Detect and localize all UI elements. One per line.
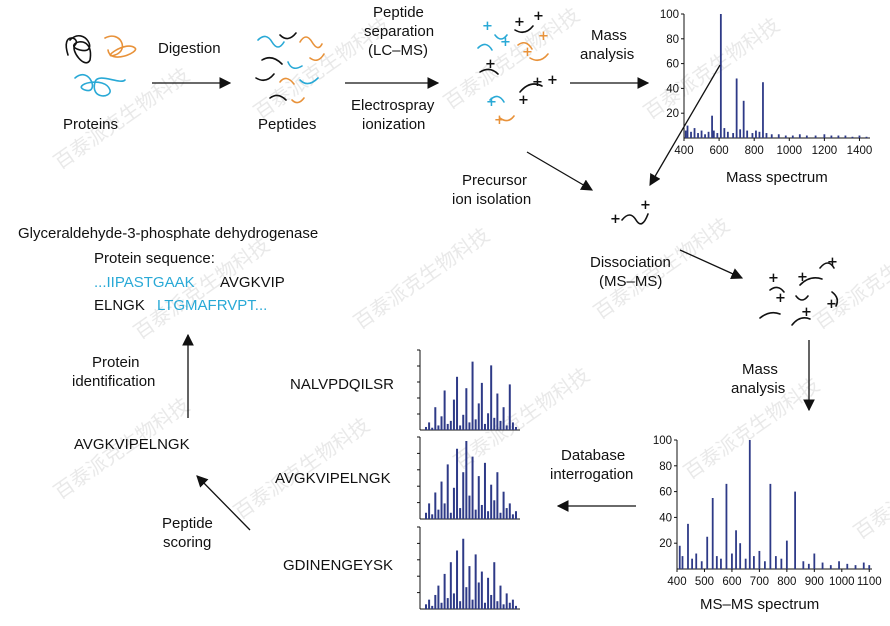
mass-spectrum-x-tick-label: 1200 [812, 145, 838, 157]
precursor-arrow [526, 151, 594, 191]
mass-analysis-right-label-2: analysis [731, 380, 785, 397]
peptides-label: Peptides [258, 116, 316, 133]
protein-sequence-label: Protein sequence: [94, 250, 215, 267]
svg-text:+: + [518, 93, 529, 108]
precursor-ion-icon: + + [610, 198, 651, 227]
precursor-label-2: ion isolation [452, 191, 531, 208]
mass-analysis-right-label-1: Mass [742, 361, 778, 378]
mass-spectrum-y-tick-label: 100 [660, 9, 679, 21]
dissociation-label-1: Dissociation [590, 254, 671, 271]
peptides-icon [255, 32, 325, 104]
proteins-label: Proteins [63, 116, 118, 133]
dissociation-arrow [679, 249, 744, 279]
svg-text:+: + [640, 198, 651, 213]
msms-spectrum-x-tick-label: 500 [695, 576, 714, 588]
sequence-part-4: LTGMAFRVPT... [157, 297, 267, 314]
sequence-part-3: ELNGK [94, 297, 145, 314]
precursor-label-1: Precursor [462, 172, 527, 189]
msms-spectrum-x-tick-label: 700 [750, 576, 769, 588]
msms-spectrum-label: MS–MS spectrum [700, 596, 819, 613]
msms-spectrum-x-tick-label: 1100 [857, 576, 882, 588]
electrospray-label-1: Electrospray [351, 97, 435, 114]
mass-analysis-top-label-1: Mass [591, 27, 627, 44]
sequence-part-2: AVGKVIP [220, 274, 285, 291]
precursor-peak-arrow [649, 64, 721, 187]
candidate-spectrum-2 [417, 436, 520, 520]
identified-peptide: AVGKVIPELNGK [74, 436, 190, 453]
svg-text:+: + [500, 35, 511, 50]
candidate-spectrum-3 [417, 526, 520, 610]
svg-text:+: + [514, 15, 525, 30]
digestion-label: Digestion [158, 40, 221, 57]
sequence-part-1: ...IIPASTGAAK [94, 274, 195, 291]
candidate-1-label: NALVPDQILSR [290, 376, 394, 393]
separation-label-2: separation [364, 23, 434, 40]
mass-spectrum-y-tick-label: 40 [666, 83, 679, 95]
electrospray-label-2: ionization [362, 116, 425, 133]
candidate-spectrum-1 [417, 349, 520, 431]
scoring-arrow [196, 475, 251, 531]
svg-text:+: + [522, 45, 533, 60]
svg-text:+: + [538, 29, 549, 44]
fragments-icon: + + + + + + [759, 255, 839, 326]
watermark-text: 百泰派克生物科技 [439, 3, 584, 114]
svg-text:+: + [797, 270, 808, 285]
svg-text:+: + [826, 297, 837, 312]
msms-spectrum-x-tick-label: 1000 [829, 576, 855, 588]
msms-spectrum-y-tick-label: 100 [653, 435, 672, 447]
proteins-icon [65, 34, 137, 97]
mass-spectrum-y-tick-label: 20 [666, 108, 679, 120]
svg-text:+: + [532, 75, 543, 90]
mass-spectrum-y-tick-label: 80 [666, 34, 679, 46]
msms-spectrum-y-tick-label: 20 [659, 538, 672, 550]
dissociation-label-2: (MS–MS) [599, 273, 662, 290]
mass-spectrum-y-tick-label: 60 [666, 59, 679, 71]
svg-text:+: + [801, 305, 812, 320]
mass-spectrum-x-tick-label: 800 [745, 145, 764, 157]
watermark-text: 百泰派克生物科技 [849, 433, 890, 544]
ions-cloud-icon: + + ++ + + + ++ + + + [477, 9, 558, 128]
separation-label-3: (LC–MS) [368, 42, 428, 59]
watermark-text: 百泰派克生物科技 [349, 223, 494, 334]
mass-spectrum-chart: 20 40 60 80 100 400 600 800 1000 1200 1400 [660, 9, 872, 157]
svg-text:+: + [547, 73, 558, 88]
mass-analysis-top-label-2: analysis [580, 46, 634, 63]
mass-spectrum-x-tick-label: 400 [674, 145, 693, 157]
msms-spectrum-x-tick-label: 400 [667, 576, 686, 588]
mass-spectrum-x-tick-label: 600 [710, 145, 729, 157]
msms-spectrum-y-tick-label: 40 [659, 512, 672, 524]
svg-text:+: + [485, 57, 496, 72]
msms-spectrum-x-tick-label: 900 [805, 576, 824, 588]
msms-spectrum-y-tick-label: 60 [659, 487, 672, 499]
separation-label-1: Peptide [373, 4, 424, 21]
scoring-label-1: Peptide [162, 515, 213, 532]
database-label-2: interrogation [550, 466, 633, 483]
msms-spectrum-x-tick-label: 800 [777, 576, 796, 588]
mass-spectrum-x-tick-label: 1000 [776, 145, 802, 157]
candidate-3-label: GDINENGEYSK [283, 557, 393, 574]
identification-label-1: Protein [92, 354, 140, 371]
mass-spectrum-x-tick-label: 1400 [847, 145, 873, 157]
scoring-label-2: scoring [163, 534, 211, 551]
mass-spectrum-label: Mass spectrum [726, 169, 828, 186]
svg-text:+: + [768, 271, 779, 286]
msms-spectrum-x-tick-label: 600 [722, 576, 741, 588]
protein-name: Glyceraldehyde-3-phosphate dehydrogenase [18, 225, 318, 242]
msms-spectrum-y-tick-label: 80 [659, 461, 672, 473]
svg-text:+: + [775, 291, 786, 306]
svg-text:+: + [827, 255, 838, 270]
watermark-text: 百泰派克生物科技 [229, 413, 374, 524]
svg-text:+: + [494, 113, 505, 128]
svg-text:+: + [610, 212, 621, 227]
svg-text:+: + [533, 9, 544, 24]
database-label-1: Database [561, 447, 625, 464]
identification-label-2: identification [72, 373, 155, 390]
svg-text:+: + [486, 95, 497, 110]
candidate-2-label: AVGKVIPELNGK [275, 470, 391, 487]
svg-text:+: + [482, 19, 493, 34]
